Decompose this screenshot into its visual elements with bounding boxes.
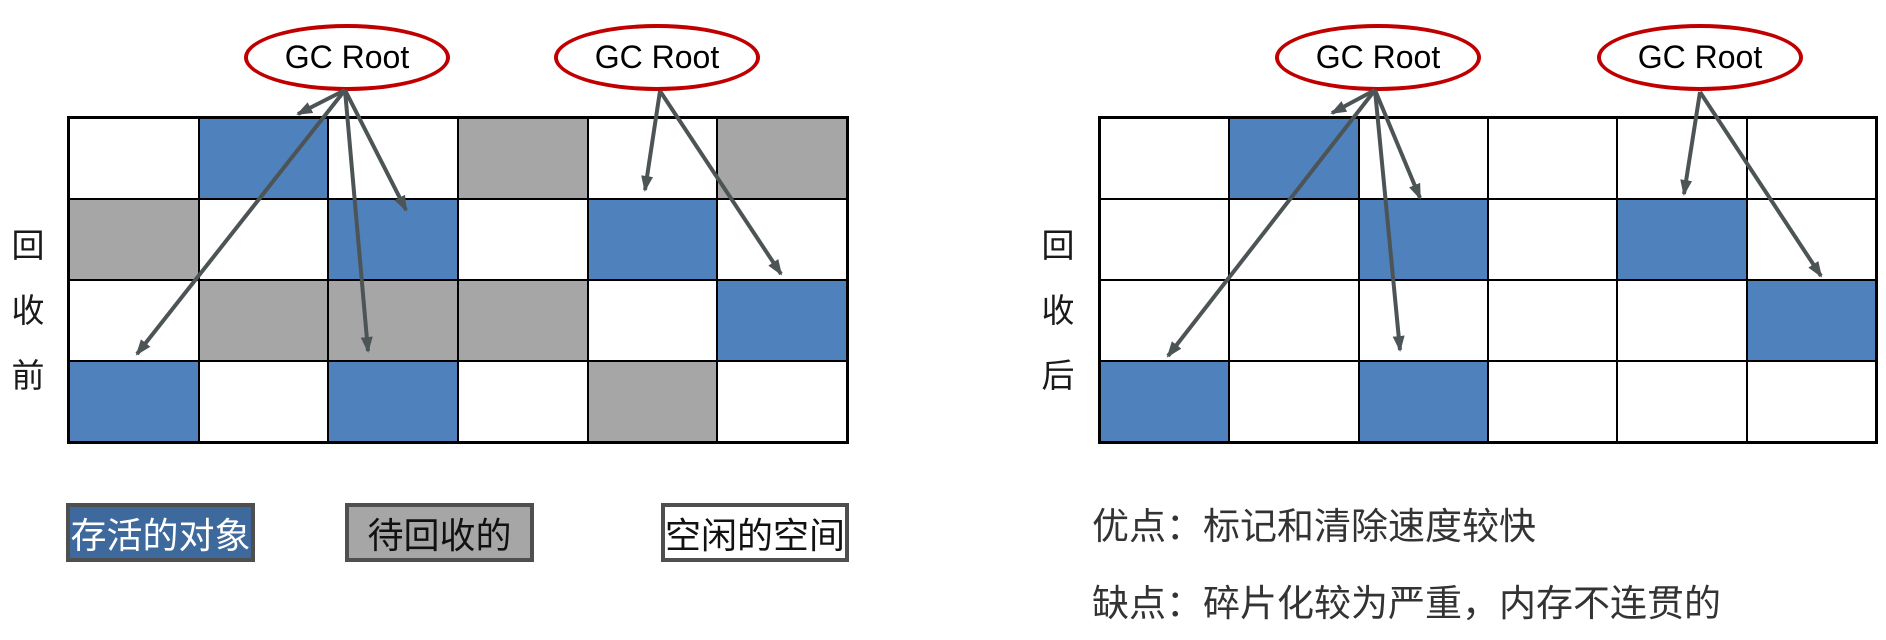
- memory-cell-free: [1358, 280, 1488, 361]
- memory-cell-live: [1358, 361, 1488, 442]
- memory-cell-live: [198, 118, 329, 199]
- gc-root-ellipse-right-2: GC Root: [1597, 24, 1803, 91]
- memory-cell-free: [1487, 280, 1618, 361]
- memory-cell-free: [1617, 361, 1747, 442]
- memory-cell-free: [587, 118, 718, 199]
- legend-live-object: 存活的对象: [66, 503, 255, 562]
- memory-cell-free: [458, 199, 588, 280]
- advantage-note: 优点：标记和清除速度较快: [1092, 506, 1536, 547]
- memory-cell-free: [1617, 118, 1747, 199]
- legend-garbage-label: 待回收的: [367, 514, 512, 556]
- memory-cell-free: [1746, 361, 1876, 442]
- legend-to-be-collected: 待回收的: [345, 503, 534, 562]
- legend-free-label: 空闲的空间: [665, 514, 846, 556]
- gc-root-label: GC Root: [594, 39, 720, 75]
- gc-root-label: GC Root: [1315, 39, 1441, 75]
- memory-cell-live: [328, 199, 458, 280]
- memory-cell-free: [1746, 118, 1876, 199]
- memory-cell-free: [458, 361, 588, 442]
- gc-root-ellipse-right-1: GC Root: [1275, 24, 1481, 91]
- memory-cell-live: [69, 361, 199, 442]
- memory-cell-free: [1746, 199, 1876, 280]
- memory-cell-free: [1100, 280, 1230, 361]
- gc-root-label: GC Root: [1637, 39, 1763, 75]
- legend-free-space: 空闲的空间: [661, 503, 849, 562]
- gc-root-label: GC Root: [284, 39, 410, 75]
- memory-cell-live: [1746, 280, 1876, 361]
- memory-cell-free: [1100, 199, 1230, 280]
- memory-cell-live: [1229, 118, 1359, 199]
- memory-cell-live: [1100, 361, 1230, 442]
- memory-cell-free: [69, 118, 199, 199]
- memory-cell-free: [1229, 361, 1359, 442]
- memory-cell-live: [1358, 199, 1488, 280]
- gc-arrow: [1330, 88, 1376, 115]
- memory-cell-free: [1487, 361, 1618, 442]
- memory-cell-garbage: [69, 199, 199, 280]
- gc-root-ellipse-left-2: GC Root: [554, 24, 760, 91]
- memory-cell-free: [1487, 118, 1618, 199]
- memory-cell-free: [1487, 199, 1618, 280]
- left-grid: [67, 116, 849, 444]
- memory-cell-free: [717, 199, 847, 280]
- memory-cell-free: [1617, 280, 1747, 361]
- memory-cell-garbage: [587, 361, 718, 442]
- gc-arrow: [296, 88, 346, 116]
- memory-cell-garbage: [328, 280, 458, 361]
- memory-cell-garbage: [198, 280, 329, 361]
- memory-cell-garbage: [458, 118, 588, 199]
- memory-cell-free: [69, 280, 199, 361]
- memory-cell-free: [1358, 118, 1488, 199]
- memory-cell-garbage: [458, 280, 588, 361]
- memory-cell-free: [198, 199, 329, 280]
- memory-cell-free: [1229, 280, 1359, 361]
- gc-root-ellipse-left-1: GC Root: [244, 24, 450, 91]
- memory-cell-free: [1229, 199, 1359, 280]
- right-grid: [1098, 116, 1878, 444]
- left-grid-title: 回收前: [7, 228, 44, 423]
- memory-cell-free: [587, 280, 718, 361]
- memory-cell-free: [198, 361, 329, 442]
- right-grid-title: 回收后: [1037, 228, 1074, 423]
- legend-live-label: 存活的对象: [70, 514, 251, 556]
- memory-cell-live: [328, 361, 458, 442]
- memory-cell-free: [328, 118, 458, 199]
- memory-cell-live: [717, 280, 847, 361]
- memory-cell-live: [1617, 199, 1747, 280]
- memory-cell-free: [1100, 118, 1230, 199]
- memory-cell-garbage: [717, 118, 847, 199]
- memory-cell-live: [587, 199, 718, 280]
- memory-cell-free: [717, 361, 847, 442]
- disadvantage-note: 缺点：碎片化较为严重，内存不连贯的: [1092, 583, 1721, 624]
